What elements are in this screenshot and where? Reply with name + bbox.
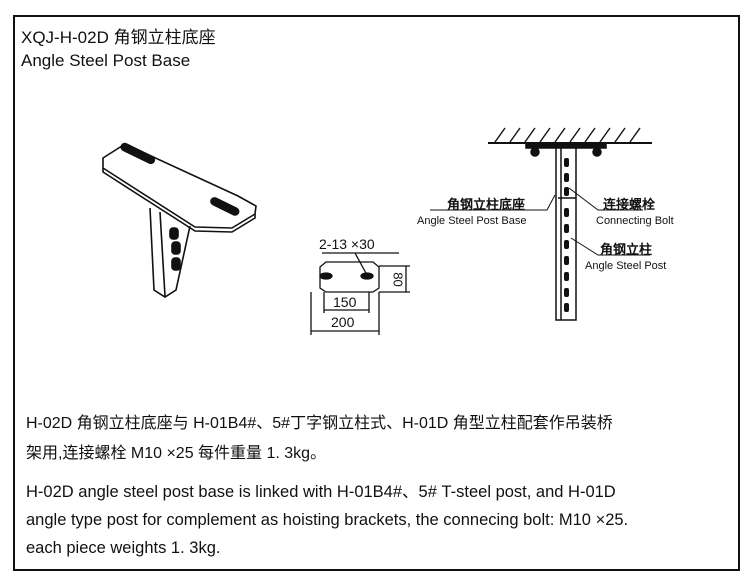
description-en-line-2: angle type post for complement as hoisti… (26, 511, 629, 529)
width-dimension: 200 (331, 314, 355, 330)
description-en-line-3: each piece weights 1. 3kg. (26, 539, 221, 557)
page-frame (13, 15, 740, 571)
base-label-en: Angle Steel Post Base (417, 215, 527, 227)
plan-view-drawing (310, 252, 410, 335)
installation-drawing (430, 127, 652, 321)
page-title: XQJ-H-02D 角钢立柱底座 Angle Steel Post Base (21, 26, 216, 72)
hole-spacing-dimension: 150 (333, 294, 357, 310)
bolt-label-cn: 连接螺栓 (603, 197, 656, 212)
hole-spec-label: 2-13 ×30 (319, 236, 375, 252)
height-dimension: 80 (390, 272, 406, 287)
isometric-base-drawing (102, 142, 257, 298)
description-en-line-1: H-02D angle steel post base is linked wi… (26, 483, 616, 501)
post-label-en: Angle Steel Post (585, 260, 667, 272)
product-code-title: XQJ-H-02D 角钢立柱底座 (21, 28, 216, 47)
bolt-label-en: Connecting Bolt (596, 215, 674, 227)
post-label-cn: 角钢立柱 (600, 242, 653, 257)
base-label-cn: 角钢立柱底座 (447, 197, 526, 212)
description-cn-line-2: 架用,连接螺栓 M10 ×25 每件重量 1. 3kg。 (26, 445, 327, 462)
product-english-title: Angle Steel Post Base (21, 51, 191, 70)
description-cn-line-1: H-02D 角钢立柱底座与 H-01B4#、5#丁字钢立柱式、H-01D 角型立… (26, 415, 613, 432)
